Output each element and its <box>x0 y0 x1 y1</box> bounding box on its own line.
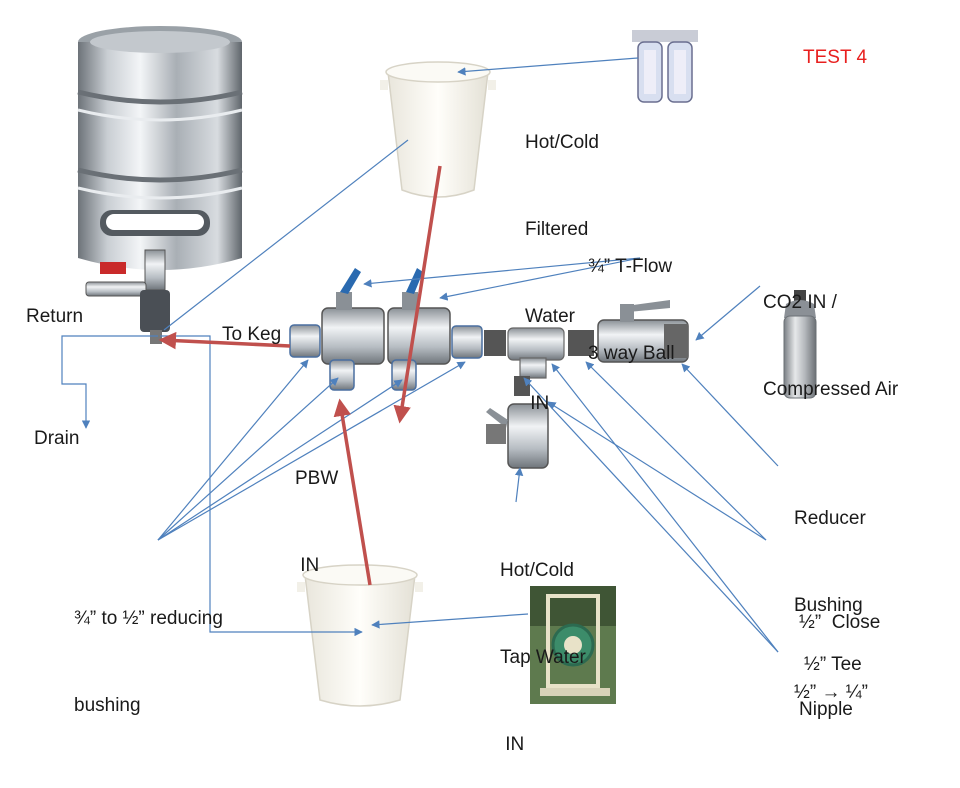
label-tee: ½” Tee <box>804 654 862 675</box>
label-t-flow-ball: ¾” T-Flow 3 way Ball <box>588 256 675 364</box>
label-drain: Drain <box>34 428 80 449</box>
co2-cylinder-image <box>783 290 817 399</box>
red-arrows <box>158 165 442 586</box>
label-filtered-water-in: Hot/Cold Filtered Water IN <box>525 132 599 414</box>
top-bucket-image <box>380 61 496 198</box>
label-reducer-bushing: Reducer Bushing ½” → ¼” <box>794 508 868 703</box>
right-t-flow-valve <box>387 268 451 391</box>
fitting-manifold <box>289 268 689 469</box>
keg-coupler <box>85 249 170 344</box>
co2-ball-valve <box>597 300 689 363</box>
blue-arrows <box>61 57 779 653</box>
keg-image <box>77 26 243 270</box>
label-return: Return <box>26 306 84 327</box>
test-tag: TEST 4 <box>803 47 868 68</box>
label-pbw-in: PBW IN <box>295 468 339 576</box>
label-to-keg: To Keg <box>222 324 282 345</box>
water-filter-image <box>632 30 698 103</box>
bottom-bucket-image <box>297 564 423 707</box>
label-tap-water-in: Hot/Cold Tap Water IN <box>500 560 586 755</box>
label-co2-in: CO2 IN / Compressed Air <box>763 292 899 400</box>
left-t-flow-valve <box>321 268 385 391</box>
half-inch-tee <box>507 327 565 379</box>
hose-reel-image <box>530 586 616 704</box>
label-close-nipple: ½” Close Nipple <box>799 612 881 720</box>
label-reducing-bushing: ¾” to ½” reducing bushing <box>74 608 223 716</box>
plumbing-diagram <box>61 26 817 707</box>
